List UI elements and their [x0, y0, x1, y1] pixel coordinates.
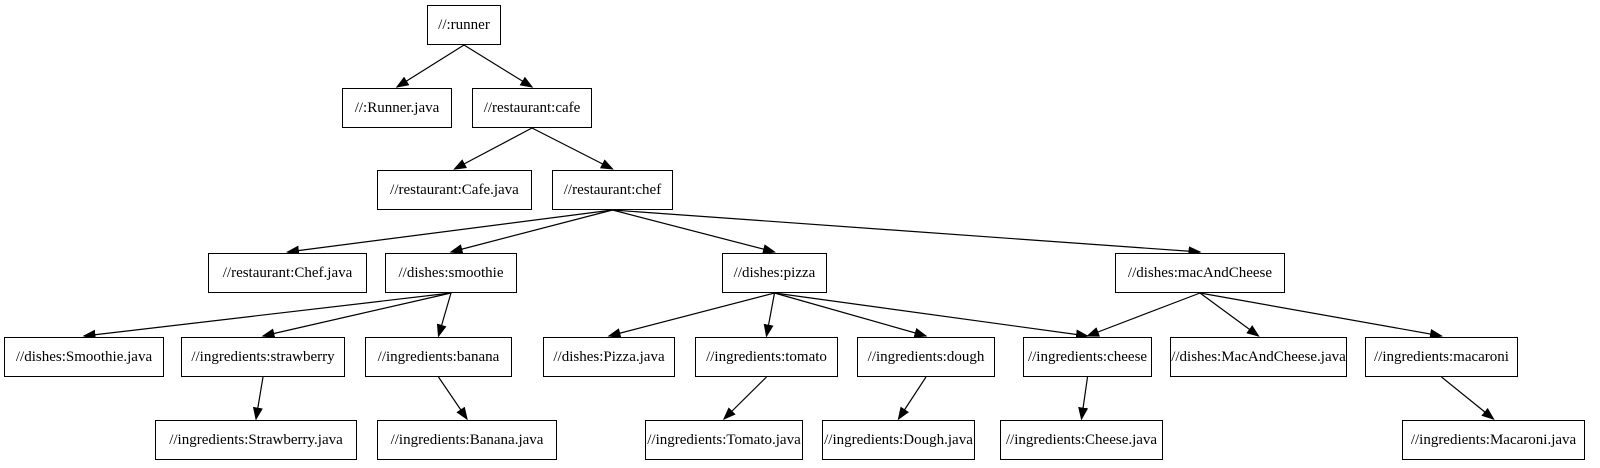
- graph-edge-tomato-to-tomato_java: [722, 376, 767, 421]
- graph-node-tomato: //ingredients:tomato: [695, 337, 838, 377]
- graph-edge-cafe-to-cafe_java: [453, 127, 533, 170]
- graph-edge-cheese-to-cheese_java: [1078, 376, 1089, 421]
- graph-edge-strawberry-to-strawberry_java: [252, 376, 264, 421]
- graph-node-macaroni: //ingredients:macaroni: [1365, 337, 1518, 377]
- graph-node-macandcheese_java: //dishes:MacAndCheese.java: [1170, 337, 1347, 377]
- graph-node-dough_java: //ingredients:Dough.java: [822, 420, 975, 460]
- graph-edges-group: [82, 44, 1495, 421]
- graph-edge-chef-to-smoothie: [449, 209, 613, 254]
- graph-node-strawberry_java: //ingredients:Strawberry.java: [155, 420, 357, 460]
- graph-edge-cafe-to-chef: [531, 127, 614, 170]
- graph-node-cafe: //restaurant:cafe: [472, 88, 592, 128]
- graph-edge-macandcheese-to-macaroni: [1199, 292, 1443, 339]
- graph-node-strawberry: //ingredients:strawberry: [181, 337, 345, 377]
- graph-edge-pizza-to-dough: [774, 292, 928, 338]
- graph-edge-macandcheese-to-cheese: [1086, 292, 1201, 337]
- graph-node-cheese: //ingredients:cheese: [1023, 337, 1152, 377]
- graph-edge-dough-to-dough_java: [897, 376, 927, 421]
- graph-edge-smoothie-to-banana: [436, 292, 452, 338]
- graph-node-macaroni_java: //ingredients:Macaroni.java: [1402, 420, 1585, 460]
- graph-edge-macaroni-to-macaroni_java: [1441, 376, 1495, 420]
- graph-edge-chef-to-pizza: [612, 209, 776, 254]
- graph-node-macandcheese: //dishes:macAndCheese: [1115, 253, 1285, 293]
- graph-edge-chef-to-macandcheese: [612, 209, 1202, 257]
- graph-edge-banana-to-banana_java: [438, 376, 468, 421]
- graph-node-dough: //ingredients:dough: [857, 337, 995, 377]
- graph-node-chef_java: //restaurant:Chef.java: [208, 253, 367, 293]
- graph-node-runner_java: //:Runner.java: [342, 88, 452, 128]
- graph-edge-chef-to-chef_java: [286, 209, 613, 256]
- graph-edge-pizza-to-pizza_java: [607, 292, 775, 338]
- graph-edge-pizza-to-cheese: [774, 292, 1089, 340]
- graph-node-smoothie_java: //dishes:Smoothie.java: [4, 337, 164, 377]
- graph-node-chef: //restaurant:chef: [552, 170, 673, 210]
- graph-edge-smoothie-to-smoothie_java: [82, 292, 452, 340]
- graph-edge-runner-to-cafe: [463, 44, 534, 88]
- graph-node-cafe_java: //restaurant:Cafe.java: [377, 170, 532, 210]
- graph-edge-pizza-to-tomato: [763, 292, 776, 338]
- graph-node-banana: //ingredients:banana: [365, 337, 512, 377]
- graph-edge-runner-to-runner_java: [395, 44, 465, 88]
- graph-node-cheese_java: //ingredients:Cheese.java: [1000, 420, 1163, 460]
- graph-node-banana_java: //ingredients:Banana.java: [377, 420, 557, 460]
- graph-node-runner: //:runner: [427, 5, 501, 45]
- graph-edge-macandcheese-to-macandcheese_java: [1199, 292, 1260, 337]
- graph-edge-smoothie-to-strawberry: [261, 292, 452, 339]
- graph-node-smoothie: //dishes:smoothie: [385, 253, 517, 293]
- graph-node-pizza_java: //dishes:Pizza.java: [543, 337, 675, 377]
- graph-node-tomato_java: //ingredients:Tomato.java: [645, 420, 803, 460]
- graph-node-pizza: //dishes:pizza: [722, 253, 827, 293]
